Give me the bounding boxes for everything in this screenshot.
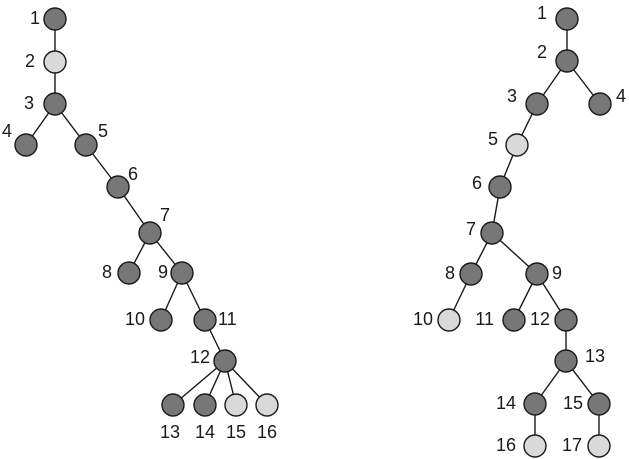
right-tree-node-2 xyxy=(555,49,579,73)
left-tree-label-3: 3 xyxy=(24,93,34,113)
right-tree-node-8 xyxy=(459,262,483,286)
left-tree-node-5 xyxy=(74,133,98,157)
right-tree-label-10: 10 xyxy=(413,309,433,329)
left-tree-node-8 xyxy=(117,261,141,285)
left-tree-node-10 xyxy=(149,308,173,332)
left-tree-label-4: 4 xyxy=(2,121,12,141)
right-tree-label-7: 7 xyxy=(466,219,476,239)
left-tree-label-1: 1 xyxy=(30,8,40,28)
left-tree-label-14: 14 xyxy=(195,422,215,442)
left-tree-node-2 xyxy=(43,50,67,74)
left-tree-node-15 xyxy=(224,393,248,417)
right-tree-node-13 xyxy=(554,349,578,373)
right-tree-label-16: 16 xyxy=(496,435,516,455)
left-tree-label-13: 13 xyxy=(160,422,180,442)
right-tree-node-10 xyxy=(437,308,461,332)
left-tree-label-5: 5 xyxy=(98,121,108,141)
right-tree-node-17 xyxy=(587,434,611,458)
left-tree-node-13 xyxy=(161,393,185,417)
right-tree-node-16 xyxy=(523,434,547,458)
left-tree-label-2: 2 xyxy=(25,51,35,71)
left-tree-label-6: 6 xyxy=(128,164,138,184)
left-tree-node-7 xyxy=(138,221,162,245)
right-tree-label-15: 15 xyxy=(563,393,583,413)
right-tree-node-4 xyxy=(588,92,612,116)
right-tree-label-13: 13 xyxy=(585,346,605,366)
right-tree-label-5: 5 xyxy=(488,129,498,149)
left-tree-node-14 xyxy=(193,393,217,417)
right-tree-label-9: 9 xyxy=(552,263,562,283)
left-tree-label-7: 7 xyxy=(160,205,170,225)
left-tree-label-9: 9 xyxy=(158,262,168,282)
right-tree-label-6: 6 xyxy=(472,173,482,193)
right-tree-node-15 xyxy=(587,392,611,416)
right-tree-label-17: 17 xyxy=(562,435,582,455)
right-tree-label-14: 14 xyxy=(496,393,516,413)
right-tree-label-8: 8 xyxy=(445,263,455,283)
left-tree-label-10: 10 xyxy=(125,309,145,329)
left-tree-node-16 xyxy=(255,393,279,417)
left-tree-node-9 xyxy=(170,261,194,285)
left-tree-label-8: 8 xyxy=(102,262,112,282)
left-tree-node-12 xyxy=(213,349,237,373)
right-tree-label-4: 4 xyxy=(616,86,626,106)
right-tree-label-11: 11 xyxy=(475,309,494,329)
right-tree-node-11 xyxy=(502,308,526,332)
right-tree-node-7 xyxy=(480,221,504,245)
left-tree-node-4 xyxy=(14,133,38,157)
left-tree-label-15: 15 xyxy=(226,422,246,442)
right-tree-label-3: 3 xyxy=(507,86,517,106)
left-tree-node-1 xyxy=(43,7,67,31)
right-tree-node-9 xyxy=(525,262,549,286)
left-tree-node-6 xyxy=(106,175,130,199)
left-tree-label-12: 12 xyxy=(190,347,210,367)
right-tree-node-6 xyxy=(488,175,512,199)
left-tree-label-11: 11 xyxy=(218,309,237,329)
left-tree-label-16: 16 xyxy=(257,422,277,442)
right-tree-node-5 xyxy=(505,133,529,157)
right-tree-label-2: 2 xyxy=(537,42,547,62)
left-tree-node-3 xyxy=(43,92,67,116)
right-tree-node-14 xyxy=(523,392,547,416)
right-tree-node-3 xyxy=(525,92,549,116)
left-tree-node-11 xyxy=(193,308,217,332)
right-tree-node-12 xyxy=(554,308,578,332)
right-tree-label-12: 12 xyxy=(530,309,550,329)
right-tree-label-1: 1 xyxy=(537,3,547,23)
right-tree-node-1 xyxy=(555,7,579,31)
